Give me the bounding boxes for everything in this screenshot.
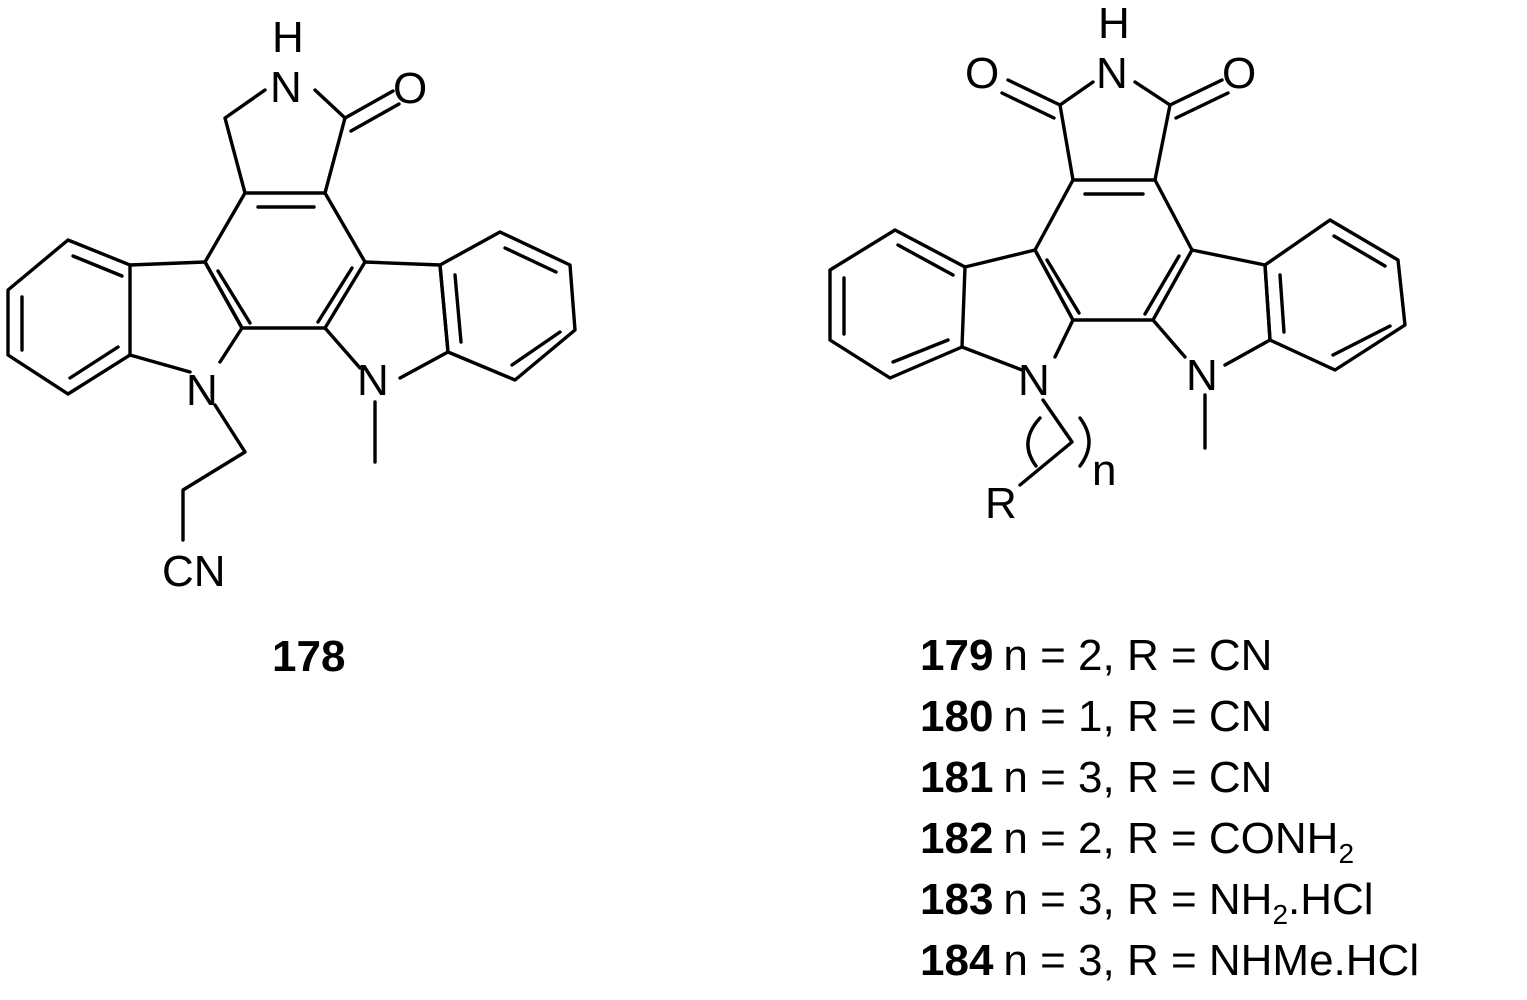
178-lactam-h: H [272,13,304,62]
series-carbonyl-o-right: O [1222,49,1256,98]
178-indole-n2: N [357,356,389,405]
series-imide-n: N [1096,49,1128,98]
series-central-ring [1033,178,1194,322]
178-nitrile: CN [162,547,226,596]
series-indole-n1: N [1018,356,1050,405]
178-central-ring [203,191,367,330]
series-left-benzene [828,228,967,380]
compound-number: 182 [920,814,994,863]
series-substituent-r: R [985,479,1017,528]
series-carbonyl-o-left: O [965,49,999,98]
series-imide-h: H [1098,0,1130,48]
series-repeat-bracket-left [1026,416,1042,468]
178-cyanoethyl-chain [181,403,247,542]
subscript: 2 [1338,838,1355,869]
subscript: 2 [1272,899,1289,930]
compound-number: 181 [920,753,994,802]
178-left-benzene [6,238,132,396]
178-right-benzene [438,230,577,382]
compound-substituents: n = 2, R = CONH [1003,814,1339,863]
series-indole-n2: N [1186,351,1218,400]
structure-179-184: H N O O N N R n [828,0,1407,528]
compound-substituents: n = 2, R = CN [1003,631,1273,680]
compound-number: 179 [920,631,994,680]
compound-number: 183 [920,875,994,924]
178-lactam-n: N [270,63,302,112]
compound-substituents: n = 1, R = CN [1003,692,1273,741]
series-repeat-bracket-right [1078,416,1091,468]
compound-substituents: n = 3, R = NHMe.HCl [1003,936,1420,985]
178-indole-n1: N [186,366,218,415]
178-carbonyl-o: O [393,64,427,113]
compound-178-label: 178 [272,632,346,681]
compound-salt-suffix: .HCl [1288,875,1374,924]
178-left-pyrrole [128,260,244,374]
series-left-pyrrole [960,248,1075,372]
compound-substituents: n = 3, R = CN [1003,753,1273,802]
series-repeat-n: n [1092,446,1116,495]
compound-number: 184 [920,936,994,985]
compound-substituents: n = 3, R = NH [1003,875,1273,924]
series-alkyl-chain [1018,398,1074,487]
compound-number: 180 [920,692,994,741]
series-right-benzene [1263,218,1407,372]
structure-178: H N O N N CN [6,13,577,596]
